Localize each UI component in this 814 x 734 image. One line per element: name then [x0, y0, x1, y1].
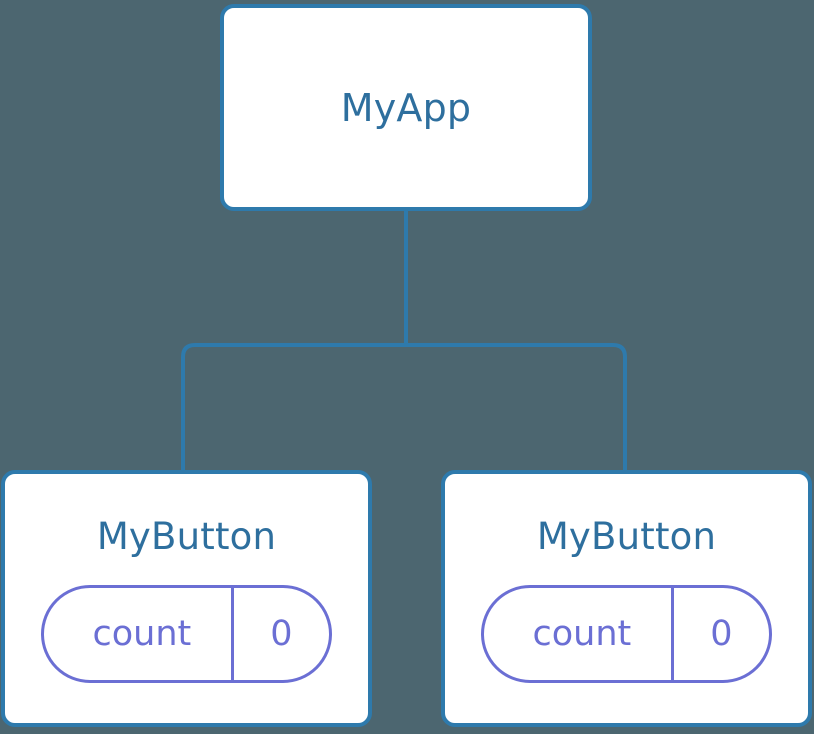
node-title: MyButton: [536, 515, 717, 558]
state-key: count: [532, 613, 632, 654]
state-value: 0: [231, 588, 328, 680]
node-title: MyButton: [96, 515, 277, 558]
edge-to-child-right: [406, 343, 627, 472]
state-key: count: [92, 613, 192, 654]
state-badge[interactable]: count 0: [481, 585, 772, 683]
state-value: 0: [671, 588, 768, 680]
node-mybutton-1[interactable]: MyButton count 0: [1, 470, 372, 727]
node-mybutton-2[interactable]: MyButton count 0: [441, 470, 812, 727]
state-badge[interactable]: count 0: [41, 585, 332, 683]
edge-to-child-left: [181, 343, 406, 472]
node-myapp[interactable]: MyApp: [220, 4, 592, 211]
node-title: MyApp: [340, 85, 472, 130]
